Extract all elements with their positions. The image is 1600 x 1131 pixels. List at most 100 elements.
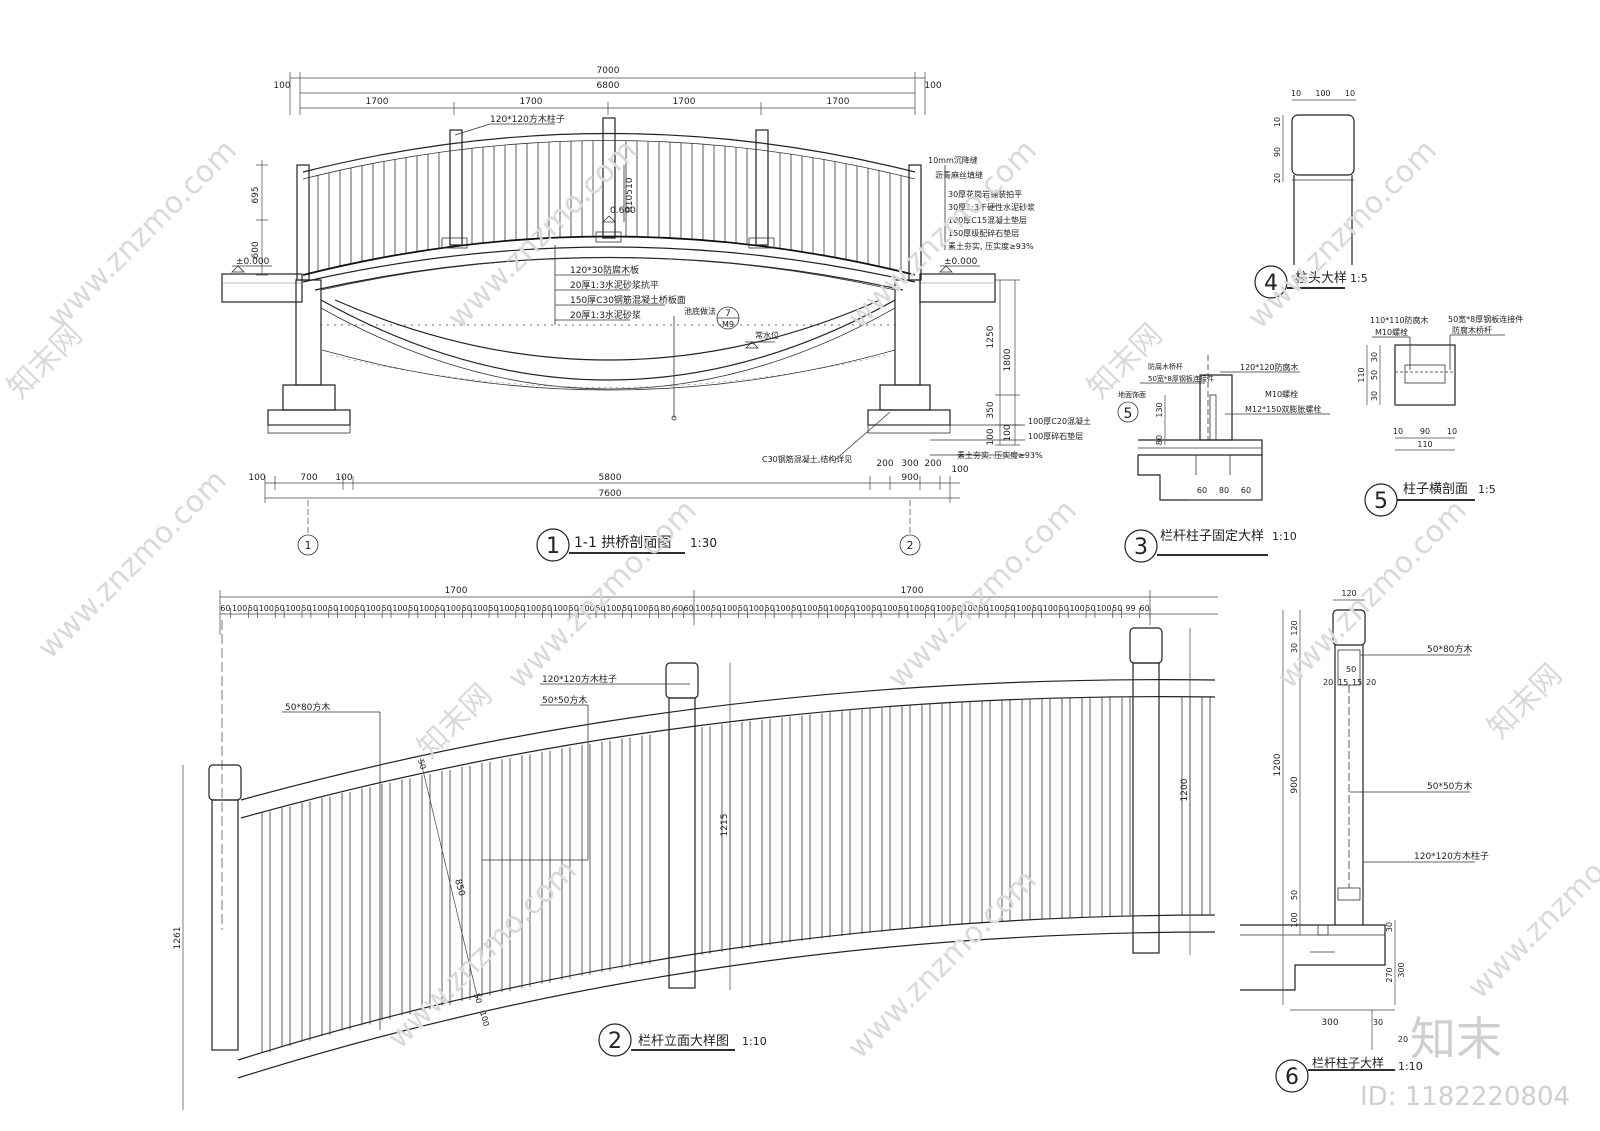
watermark-4: www.znzmo.com xyxy=(501,493,704,696)
detail-1-scale: 1:30 xyxy=(690,536,717,550)
detail-1-channel xyxy=(320,257,897,391)
bdim-900: 900 xyxy=(901,473,918,483)
spacing-label: 100 xyxy=(419,604,434,613)
d2-balusters xyxy=(261,695,1211,1053)
spacing-label: 100 xyxy=(499,604,514,613)
spacing-label: 100 xyxy=(259,604,274,613)
spacing-label: 80 xyxy=(660,604,670,613)
logo-mark: 知末 xyxy=(1410,1012,1502,1066)
bdim-5800: 5800 xyxy=(599,473,622,483)
spacing-label: 50 xyxy=(845,604,855,613)
d6-dim-300-h: 300 xyxy=(1321,1018,1338,1028)
spacing-label: 50 xyxy=(1059,604,1069,613)
bdim-7600: 7600 xyxy=(599,489,622,499)
d4-dim-90: 90 xyxy=(1273,147,1282,157)
d5-note-2: M10螺栓 xyxy=(1375,327,1408,337)
spacing-label: 100 xyxy=(989,604,1004,613)
d6-dim-900: 900 xyxy=(1290,776,1300,793)
bdim-100-a: 100 xyxy=(248,473,265,483)
spacing-label: 50 xyxy=(738,604,748,613)
axis-2: 2 xyxy=(907,539,914,552)
radius-label: R10510 xyxy=(625,177,635,212)
spacing-label: 50 xyxy=(355,604,365,613)
d4-dim-10-c: 10 xyxy=(1273,117,1282,127)
detail-2-scale: 1:10 xyxy=(742,1035,767,1048)
d6-dim-15-b: 15 xyxy=(1352,678,1362,687)
dim-100-left: 100 xyxy=(273,81,290,91)
detail-3-post-fixing: 120*120防腐木 防腐木桥杆 50宽*8厚钢板连接件 M10螺栓 M12*1… xyxy=(1117,355,1330,563)
d6-dim-300-v: 300 xyxy=(1397,962,1406,977)
pavement-note-1: 10mm沉降缝 xyxy=(928,155,978,165)
d6-dim-30: 30 xyxy=(1290,643,1299,653)
d5-dim-30-b: 30 xyxy=(1370,391,1379,401)
detail-1-abutments xyxy=(221,273,996,434)
dim-1800: 1800 xyxy=(1003,348,1013,371)
dim-1700-c: 1700 xyxy=(673,97,696,107)
pavement-note-3: 30厚花岗岩铺装拍平 xyxy=(948,189,1022,199)
d4-dim-100: 100 xyxy=(1315,89,1330,98)
d4-dim-10-a: 10 xyxy=(1291,89,1301,98)
d2-dim-1700-b: 1700 xyxy=(901,586,924,596)
detail-6-railing-post: 50*80方木 50*50方木 120*120方木柱子 120 120 30 5… xyxy=(1240,589,1489,1093)
spacing-label: 50 xyxy=(515,604,525,613)
spacing-label: 50 xyxy=(1112,604,1122,613)
spacing-label: 100 xyxy=(963,604,978,613)
d2-dim-1200: 1200 xyxy=(1180,778,1190,801)
found-note-2: 100厚碎石垫层 xyxy=(1028,431,1083,441)
d2-dim-1261: 1261 xyxy=(173,927,183,950)
spacing-label: 50 xyxy=(791,604,801,613)
detail-3-number: 3 xyxy=(1134,535,1148,560)
spacing-label: 100 xyxy=(633,604,648,613)
found-note-3: 素土夯实, 压实度≥93% xyxy=(957,450,1043,460)
detail-5-title-text: 柱子横剖面 xyxy=(1403,482,1468,497)
spacing-label: 100 xyxy=(722,604,737,613)
spacing-label: 100 xyxy=(553,604,568,613)
pool-note: 池底做法 xyxy=(684,306,716,316)
layer-note-3: 150厚C30钢筋混凝土桥板面 xyxy=(570,294,686,306)
spacing-label: 100 xyxy=(392,604,407,613)
spacing-label: 50 xyxy=(462,604,472,613)
spacing-label: 50 xyxy=(818,604,828,613)
d3-dim-130: 130 xyxy=(1155,402,1164,417)
spacing-label: 100 xyxy=(285,604,300,613)
spacing-label: 100 xyxy=(936,604,951,613)
spacing-label: 50 xyxy=(711,604,721,613)
d3-dim-80-b: 80 xyxy=(1219,486,1229,495)
d3-note-5: M12*150双膨胀螺栓 xyxy=(1245,404,1321,414)
detail-1-title: 1 1-1 拱桥剖面图 1:30 xyxy=(536,528,717,562)
spacing-label: 50 xyxy=(408,604,418,613)
bdim-300: 300 xyxy=(901,459,918,469)
bdim-100-b: 100 xyxy=(335,473,352,483)
dim-1700-b: 1700 xyxy=(520,97,543,107)
d6-dim-120-v: 120 xyxy=(1290,620,1299,635)
elevation-top: 0.600 xyxy=(610,206,636,216)
detail-4-scale: 1:5 xyxy=(1350,272,1368,285)
detail-3-scale: 1:10 xyxy=(1272,530,1297,543)
d6-note-3: 120*120方木柱子 xyxy=(1414,850,1489,862)
detail-1-title-text: 1-1 拱桥剖面图 xyxy=(574,535,671,551)
axis-1: 1 xyxy=(305,539,312,552)
spacing-label: 50 xyxy=(435,604,445,613)
detail-5-scale: 1:5 xyxy=(1478,483,1496,496)
dim-1700-a: 1700 xyxy=(366,97,389,107)
d3-note-6: 地面饰面 xyxy=(1118,390,1146,399)
dim-350: 350 xyxy=(986,401,996,418)
watermark-brand-4: 知末网 xyxy=(1481,657,1569,745)
spacing-label: 50 xyxy=(569,604,579,613)
d6-dim-20-b: 20 xyxy=(1366,678,1376,687)
spacing-label: 100 xyxy=(1069,604,1084,613)
spacing-label: 50 xyxy=(382,604,392,613)
d6-dim-15-a: 15 xyxy=(1338,678,1348,687)
detail-6-scale: 1:10 xyxy=(1398,1060,1423,1073)
spacing-label: 100 xyxy=(339,604,354,613)
layer-note-2: 20厚1:3水泥砂浆抗平 xyxy=(570,279,659,291)
d3-ref: 5 xyxy=(1124,406,1133,422)
dim-7000: 7000 xyxy=(597,66,620,76)
d6-dim-1200: 1200 xyxy=(1273,753,1283,776)
d4-dim-20: 20 xyxy=(1273,173,1282,183)
detail-1-number: 1 xyxy=(546,534,560,559)
spacing-label: 100 xyxy=(882,604,897,613)
